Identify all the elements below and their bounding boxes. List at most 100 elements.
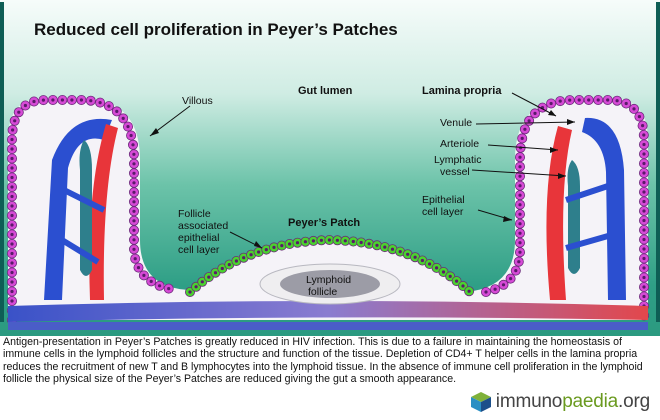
brand-logo: immunopaedia.org — [470, 390, 650, 414]
epithelial-cell-nucleus — [518, 203, 522, 207]
epithelial-cell-nucleus — [10, 251, 14, 256]
epithelial-label-2: cell layer — [422, 206, 464, 218]
follicle-epithelial-cell-nucleus — [420, 258, 424, 263]
peyers-patch-label: Peyer’s Patch — [288, 217, 360, 229]
epithelial-cell-nucleus — [493, 287, 497, 291]
follicle-epithelial-cell-nucleus — [272, 245, 276, 249]
epithelial-cell-nucleus — [642, 171, 646, 175]
follicle-epithelial-cell-nucleus — [194, 285, 198, 289]
follicle-epithelial-cell-nucleus — [311, 239, 315, 243]
epithelial-cell-nucleus — [596, 98, 600, 102]
epithelial-cell-nucleus — [514, 269, 518, 273]
lymphoid-label-2: follicle — [308, 286, 337, 298]
epithelial-cell-nucleus — [549, 101, 553, 106]
follicle-epithelial-cell-nucleus — [220, 266, 224, 271]
epithelial-cell-nucleus — [132, 152, 136, 156]
epithelial-cell-nucleus — [518, 241, 522, 245]
epithelial-cell-nucleus — [518, 174, 522, 178]
venule-label: Venule — [440, 117, 472, 129]
epithelial-cell-nucleus — [527, 119, 531, 123]
epithelial-cell-nucleus — [518, 222, 522, 226]
venule-left — [44, 118, 112, 300]
epithelial-cell-nucleus — [615, 99, 619, 103]
epithelial-cell-nucleus — [132, 162, 136, 166]
follicle-epithelial-cell-nucleus — [200, 280, 204, 284]
epithelial-cell-nucleus — [10, 242, 14, 246]
epithelial-cell-nucleus — [149, 279, 153, 283]
epithelial-cell-nucleus — [606, 98, 610, 102]
epithelial-cell-nucleus — [11, 128, 15, 132]
epithelial-cell-nucleus — [10, 185, 14, 189]
epithelial-cell-nucleus — [10, 204, 14, 208]
brand-part-1: immuno — [495, 391, 563, 412]
epithelial-cell-nucleus — [129, 133, 133, 138]
follicle-epithelial-cell-nucleus — [390, 247, 395, 251]
epithelial-label-1: Epithelial — [422, 194, 465, 206]
brand-part-2: paedia — [562, 391, 619, 412]
lymphatic-right — [567, 160, 580, 274]
epithelial-cell-nucleus — [518, 231, 522, 235]
lamina-propria-label: Lamina propria — [422, 85, 502, 97]
epithelial-cell-nucleus — [131, 143, 135, 147]
epithelial-cell-nucleus — [624, 101, 628, 106]
caption: Antigen-presentation in Peyer’s Patches … — [3, 336, 643, 386]
follicle-epithelial-cell-nucleus — [188, 290, 192, 294]
lymphatic-label-2: vessel — [440, 166, 470, 178]
epithelial-cell-nucleus — [642, 256, 646, 261]
follicle-epithelial-cell-nucleus — [428, 262, 432, 266]
epithelial-cell-nucleus — [642, 266, 646, 270]
epithelial-cell-nucleus — [10, 213, 14, 218]
epithelial-cell-nucleus — [10, 147, 14, 151]
follicle-epithelial-cell-nucleus — [207, 275, 211, 279]
follicle-epithelial-cell-nucleus — [351, 239, 355, 244]
epithelial-cell-nucleus — [142, 273, 146, 277]
title: Reduced cell proliferation in Peyer’s Pa… — [34, 20, 398, 39]
epithelial-cell-nucleus — [132, 171, 136, 175]
follicle-label-3: epithelial — [178, 232, 219, 244]
follicle-epithelial-cell-nucleus — [448, 274, 452, 278]
epithelial-cell-nucleus — [132, 209, 136, 213]
epithelial-cell-nucleus — [558, 99, 562, 103]
villous-epithelium-left — [7, 95, 174, 325]
epithelial-cell-nucleus — [89, 99, 93, 103]
epithelial-cell-nucleus — [642, 152, 646, 156]
epithelial-cell-nucleus — [518, 155, 522, 159]
epithelial-cell-nucleus — [587, 98, 591, 102]
epithelial-cell-nucleus — [642, 199, 646, 204]
epithelial-cell-nucleus — [115, 109, 119, 113]
lymphoid-label-1: Lymphoid — [306, 274, 351, 286]
arteriole-label: Arteriole — [440, 138, 479, 150]
epithelial-cell-nucleus — [517, 260, 521, 264]
epithelial-cell-nucleus — [23, 103, 27, 108]
follicle-epithelial-cell-nucleus — [264, 248, 268, 252]
epithelial-cell-nucleus — [10, 166, 14, 170]
follicle-epithelial-cell-nucleus — [257, 250, 261, 254]
follicle-label-1: Follicle — [178, 208, 211, 220]
follicle-epithelial-cell-nucleus — [213, 271, 218, 275]
epithelial-cell-nucleus — [484, 290, 488, 294]
follicle-epithelial-cell-nucleus — [234, 259, 238, 263]
venule-right — [582, 117, 626, 300]
epithelial-cell-nucleus — [10, 156, 14, 161]
epithelial-cell-nucleus — [60, 98, 64, 102]
epithelial-cell-nucleus — [642, 228, 646, 232]
follicle-epithelial-cell-nucleus — [461, 284, 465, 288]
epithelial-cell-nucleus — [136, 266, 141, 270]
arteriole-right — [546, 126, 572, 300]
follicle-epithelial-cell-nucleus — [335, 238, 339, 242]
follicle-epithelial-cell-nucleus — [398, 250, 402, 254]
epithelial-cell-nucleus — [642, 190, 646, 194]
villous-epithelium-right — [480, 95, 650, 321]
follicle-epithelial-cell-nucleus — [413, 255, 417, 259]
diagram: Reduced cell proliferation in Peyer’s Pa… — [0, 0, 660, 336]
follicle-epithelial-cell-nucleus — [319, 238, 323, 242]
brand-part-3: .org — [618, 391, 650, 412]
follicle-epithelial-cell-nucleus — [249, 253, 253, 257]
follicle-epithelial-cell-nucleus — [359, 240, 363, 245]
epithelial-cell-nucleus — [10, 223, 14, 227]
lymphatic-label-1: Lymphatic — [434, 154, 481, 166]
epithelial-cell-nucleus — [13, 119, 17, 123]
follicle-epithelial-cell-nucleus — [406, 252, 410, 256]
epithelial-cell-nucleus — [568, 98, 572, 102]
villous-label: Villous — [182, 95, 213, 107]
